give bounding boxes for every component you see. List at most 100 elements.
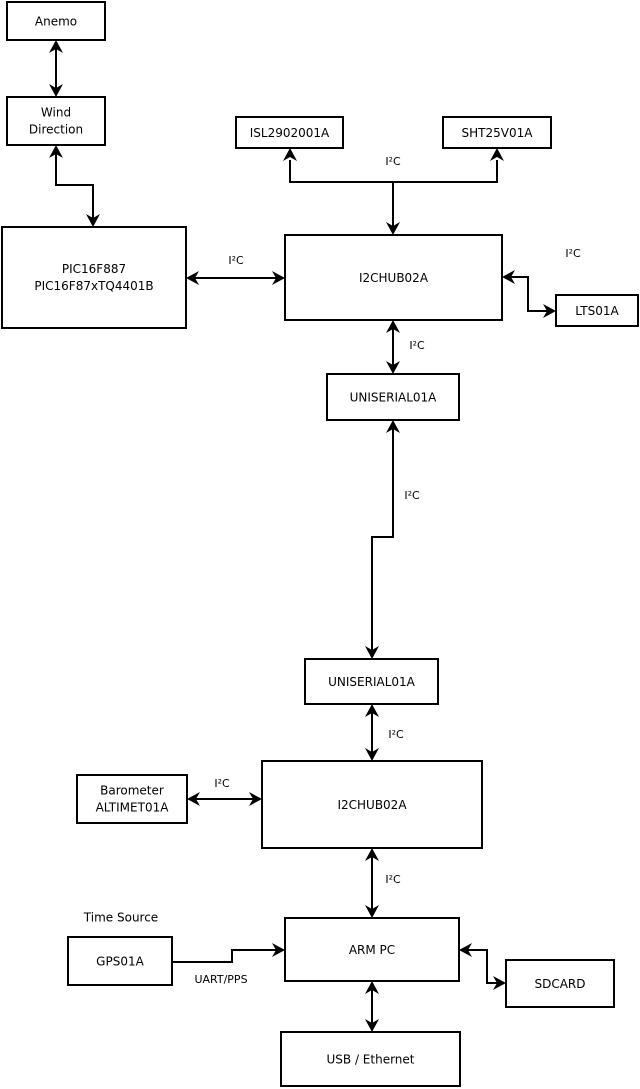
connector-line (289, 160, 498, 229)
node-armpc[interactable]: ARM PC (284, 917, 460, 982)
node-hub_top[interactable]: I2CHUB02A (284, 234, 503, 321)
node-anemo[interactable]: Anemo (6, 1, 106, 41)
label-time-source: Time Source (83, 911, 158, 925)
node-label-line1: Wind (41, 106, 71, 120)
node-label: Anemo (35, 15, 77, 29)
node-box[interactable] (1, 226, 187, 329)
arrowhead-up (386, 320, 400, 333)
arrowhead-left (186, 271, 199, 285)
connector-line (172, 949, 279, 963)
edge-label-uniserial-link: I²C (404, 489, 420, 502)
node-label: I2CHUB02A (337, 798, 407, 812)
node-label: SHT25V01A (462, 126, 534, 140)
arrowhead-down (86, 214, 100, 227)
node-label-line2: Direction (29, 123, 83, 137)
edge-label-hub-uniserial: I²C (409, 339, 425, 352)
node-box[interactable] (261, 760, 483, 849)
connector-hub-bot-armpc (365, 848, 379, 918)
node-label-line1: PIC16F887 (62, 262, 126, 276)
connector-barometer-hub-bot (187, 792, 262, 806)
connector-hub-top-sensors (283, 148, 504, 235)
node-sdcard[interactable]: SDCARD (505, 959, 615, 1008)
arrowhead-right (272, 943, 285, 957)
node-label: GPS01A (96, 955, 144, 969)
edge-label-sensors-hub: I²C (385, 155, 401, 168)
connector-armpc-sdcard (459, 943, 506, 990)
arrowhead-down (365, 1019, 379, 1032)
edge-label-hub-lts: I²C (565, 247, 581, 260)
arrowhead-right (493, 976, 506, 990)
node-box[interactable] (6, 1, 106, 41)
connector-gps-armpc (172, 943, 285, 963)
node-box[interactable] (555, 294, 639, 327)
connector-pic-wind (49, 145, 100, 227)
connector-hub-top-lts (502, 270, 556, 318)
node-label: ISL2902001A (250, 126, 330, 140)
node-box[interactable] (326, 373, 460, 421)
node-box[interactable] (76, 774, 188, 824)
connector-pic-hub-top (186, 271, 285, 285)
arrowhead-up (283, 148, 297, 161)
node-box[interactable] (235, 116, 344, 149)
node-isl[interactable]: ISL2902001A (235, 116, 344, 149)
arrowhead-down (386, 222, 400, 235)
node-label: I2CHUB02A (359, 271, 429, 285)
node-uniserial_top[interactable]: UNISERIAL01A (326, 373, 460, 421)
arrowhead-down (365, 646, 379, 659)
arrowhead-left (459, 943, 472, 957)
node-label: ARM PC (349, 943, 395, 957)
node-box[interactable] (284, 234, 503, 321)
arrowhead-right (543, 304, 556, 318)
edge-label-gps-armpc: UART/PPS (194, 973, 247, 986)
connectors-layer (49, 40, 556, 1032)
node-gps[interactable]: GPS01A (67, 936, 173, 986)
arrowhead-up (365, 848, 379, 861)
node-label: USB / Ethernet (327, 1053, 415, 1067)
arrowhead-down (365, 748, 379, 761)
connector-line (508, 276, 550, 312)
node-label: SDCARD (534, 977, 585, 991)
node-box[interactable] (6, 96, 106, 146)
node-box[interactable] (280, 1031, 461, 1087)
connector-line (465, 949, 500, 984)
arrowhead-right (249, 792, 262, 806)
connector-anemo-wind (49, 40, 63, 97)
edge-label-pic-hub: I²C (228, 254, 244, 267)
node-uniserial_bot[interactable]: UNISERIAL01A (304, 658, 439, 705)
arrowhead-down (386, 361, 400, 374)
connector-armpc-usb (365, 981, 379, 1032)
node-lts[interactable]: LTS01A (555, 294, 639, 327)
arrowhead-up (490, 148, 504, 161)
node-label-line2: PIC16F87xTQ4401B (34, 279, 153, 293)
node-label: LTS01A (575, 304, 619, 318)
node-sht[interactable]: SHT25V01A (442, 116, 552, 149)
arrowhead-left (502, 270, 515, 284)
edge-label-hub2-armpc: I²C (385, 873, 401, 886)
arrowhead-down (49, 84, 63, 97)
connector-line (371, 426, 394, 653)
arrowhead-right (272, 271, 285, 285)
connector-uniserial-uniserial (365, 420, 400, 659)
arrowhead-up (49, 145, 63, 158)
arrowhead-up (49, 40, 63, 53)
node-box[interactable] (304, 658, 439, 705)
node-box[interactable] (442, 116, 552, 149)
node-box[interactable] (505, 959, 615, 1008)
node-usb[interactable]: USB / Ethernet (280, 1031, 461, 1087)
node-box[interactable] (284, 917, 460, 982)
connector-uniserial-hub-bot (365, 704, 379, 761)
edge-label-barometer-hub2: I²C (214, 777, 230, 790)
edge-label-uniserial-hub2: I²C (388, 728, 404, 741)
arrowhead-up (365, 981, 379, 994)
node-box[interactable] (67, 936, 173, 986)
arrowhead-left (187, 792, 200, 806)
node-label: UNISERIAL01A (328, 675, 416, 689)
node-hub_bot[interactable]: I2CHUB02A (261, 760, 483, 849)
labels-layer: I²C I²C I²C I²C I²C I²C I²C I²C UART/PPS Time Sou… (83, 155, 581, 986)
